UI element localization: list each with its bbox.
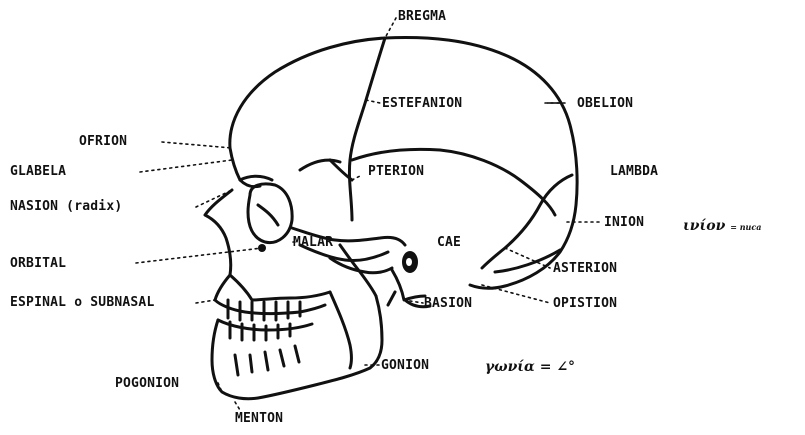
gonion-handwritten-note: γωνία = ∠°	[485, 360, 575, 374]
leader-pterion	[352, 175, 362, 180]
inion-note-main: ινίον	[683, 218, 725, 234]
label-menton: MENTON	[235, 412, 283, 425]
cranium-outline	[230, 38, 577, 289]
upper-teeth	[215, 300, 325, 314]
label-obelion: OBELION	[577, 97, 633, 110]
leader-orbital	[136, 248, 262, 263]
label-estefanion: ESTEFANION	[382, 97, 462, 110]
label-ofrion: OFRION	[79, 135, 127, 148]
label-orbital: ORBITAL	[10, 257, 66, 270]
nasal	[205, 190, 232, 275]
inion-note-small: = nuca	[730, 222, 761, 232]
label-cae: CAE	[437, 236, 461, 249]
leader-ofrion	[162, 142, 232, 148]
label-bregma: BREGMA	[398, 10, 446, 23]
brow-ridge	[230, 148, 260, 187]
inion-handwritten-note: ινίον = nuca	[683, 219, 761, 233]
coronal-suture	[349, 38, 385, 220]
label-glabela: GLABELA	[10, 165, 66, 178]
label-opistion: OPISTION	[553, 297, 617, 310]
leader-bregma	[385, 18, 396, 38]
label-pogonion: POGONION	[115, 377, 179, 390]
label-inion: INION	[604, 216, 644, 229]
label-gonion: GONION	[381, 359, 429, 372]
label-lambda: LAMBDA	[610, 165, 658, 178]
label-pterion: PTERION	[368, 165, 424, 178]
leader-estefanion	[366, 100, 380, 103]
label-basion: BASION	[424, 297, 472, 310]
mastoid	[392, 270, 425, 300]
leader-glabela	[140, 160, 232, 172]
label-malar: MALAR	[293, 236, 333, 249]
label-nasion: NASION (radix)	[10, 200, 122, 213]
maxilla	[230, 275, 330, 300]
label-espinal: ESPINAL o SUBNASAL	[10, 296, 154, 309]
leader-espinal	[196, 300, 215, 303]
label-asterion: ASTERION	[553, 262, 617, 275]
leader-menton	[235, 402, 240, 410]
squamosal-suture	[352, 149, 555, 215]
